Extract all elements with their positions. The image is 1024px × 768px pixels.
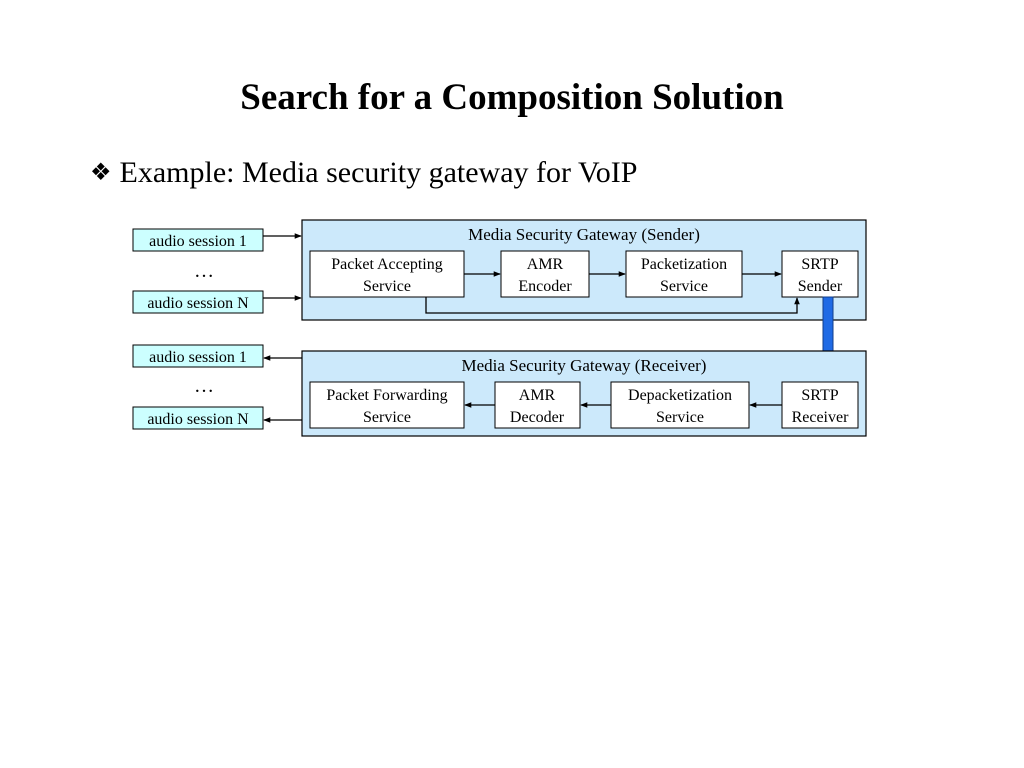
srtp-sender-line2: Sender	[798, 278, 843, 295]
packet-accepting-service-box	[309, 250, 465, 298]
sender-session-n-box	[132, 290, 264, 314]
amr-encoder-line2: Encoder	[518, 278, 572, 295]
diamond-four-icon: ❖	[90, 160, 112, 186]
packet-forwarding-service-box	[309, 381, 465, 429]
packet-accepting-service-line1: Packet Accepting	[331, 256, 443, 273]
sender-gateway-title: Media Security Gateway (Sender)	[468, 225, 700, 244]
amr-encoder-box	[500, 250, 590, 298]
packetization-service-box	[625, 250, 743, 298]
amr-decoder-line1: AMR	[519, 387, 556, 404]
depacketization-service-line2: Service	[656, 409, 704, 426]
packetization-service-line2: Service	[660, 278, 708, 295]
receiver-session-n-label: audio session N	[147, 411, 249, 428]
receiver-session-dots: …	[194, 375, 214, 397]
packet-forwarding-service-line2: Service	[363, 409, 411, 426]
srtp-receiver-line2: Receiver	[792, 409, 850, 426]
receiver-session-n-box	[132, 406, 264, 430]
bullet-text: Example: Media security gateway for VoIP	[119, 156, 638, 189]
srtp-sender-box	[781, 250, 859, 298]
packet-forwarding-service-line1: Packet Forwarding	[326, 387, 447, 404]
srtp-sender-line1: SRTP	[801, 256, 838, 273]
sender-session-1-label: audio session 1	[149, 233, 247, 250]
arrow-bypass-accepting-to-srtp	[425, 297, 800, 314]
packet-accepting-service-line2: Service	[363, 278, 411, 295]
packetization-service-line1: Packetization	[641, 256, 727, 273]
sender-session-1-box	[132, 228, 264, 252]
sender-session-n-label: audio session N	[147, 295, 249, 312]
bullet-item: ❖ Example: Media security gateway for VoI…	[90, 154, 637, 192]
slide-title: Search for a Composition Solution	[240, 77, 784, 118]
amr-decoder-box	[494, 381, 581, 429]
amr-encoder-line1: AMR	[527, 256, 564, 273]
sender-session-dots: …	[194, 260, 214, 282]
receiver-gateway-title: Media Security Gateway (Receiver)	[462, 356, 707, 375]
amr-decoder-line2: Decoder	[510, 409, 565, 426]
srtp-receiver-line1: SRTP	[801, 387, 838, 404]
receiver-session-1-label: audio session 1	[149, 349, 247, 366]
receiver-session-1-box	[132, 344, 264, 368]
depacketization-service-line1: Depacketization	[628, 387, 732, 404]
